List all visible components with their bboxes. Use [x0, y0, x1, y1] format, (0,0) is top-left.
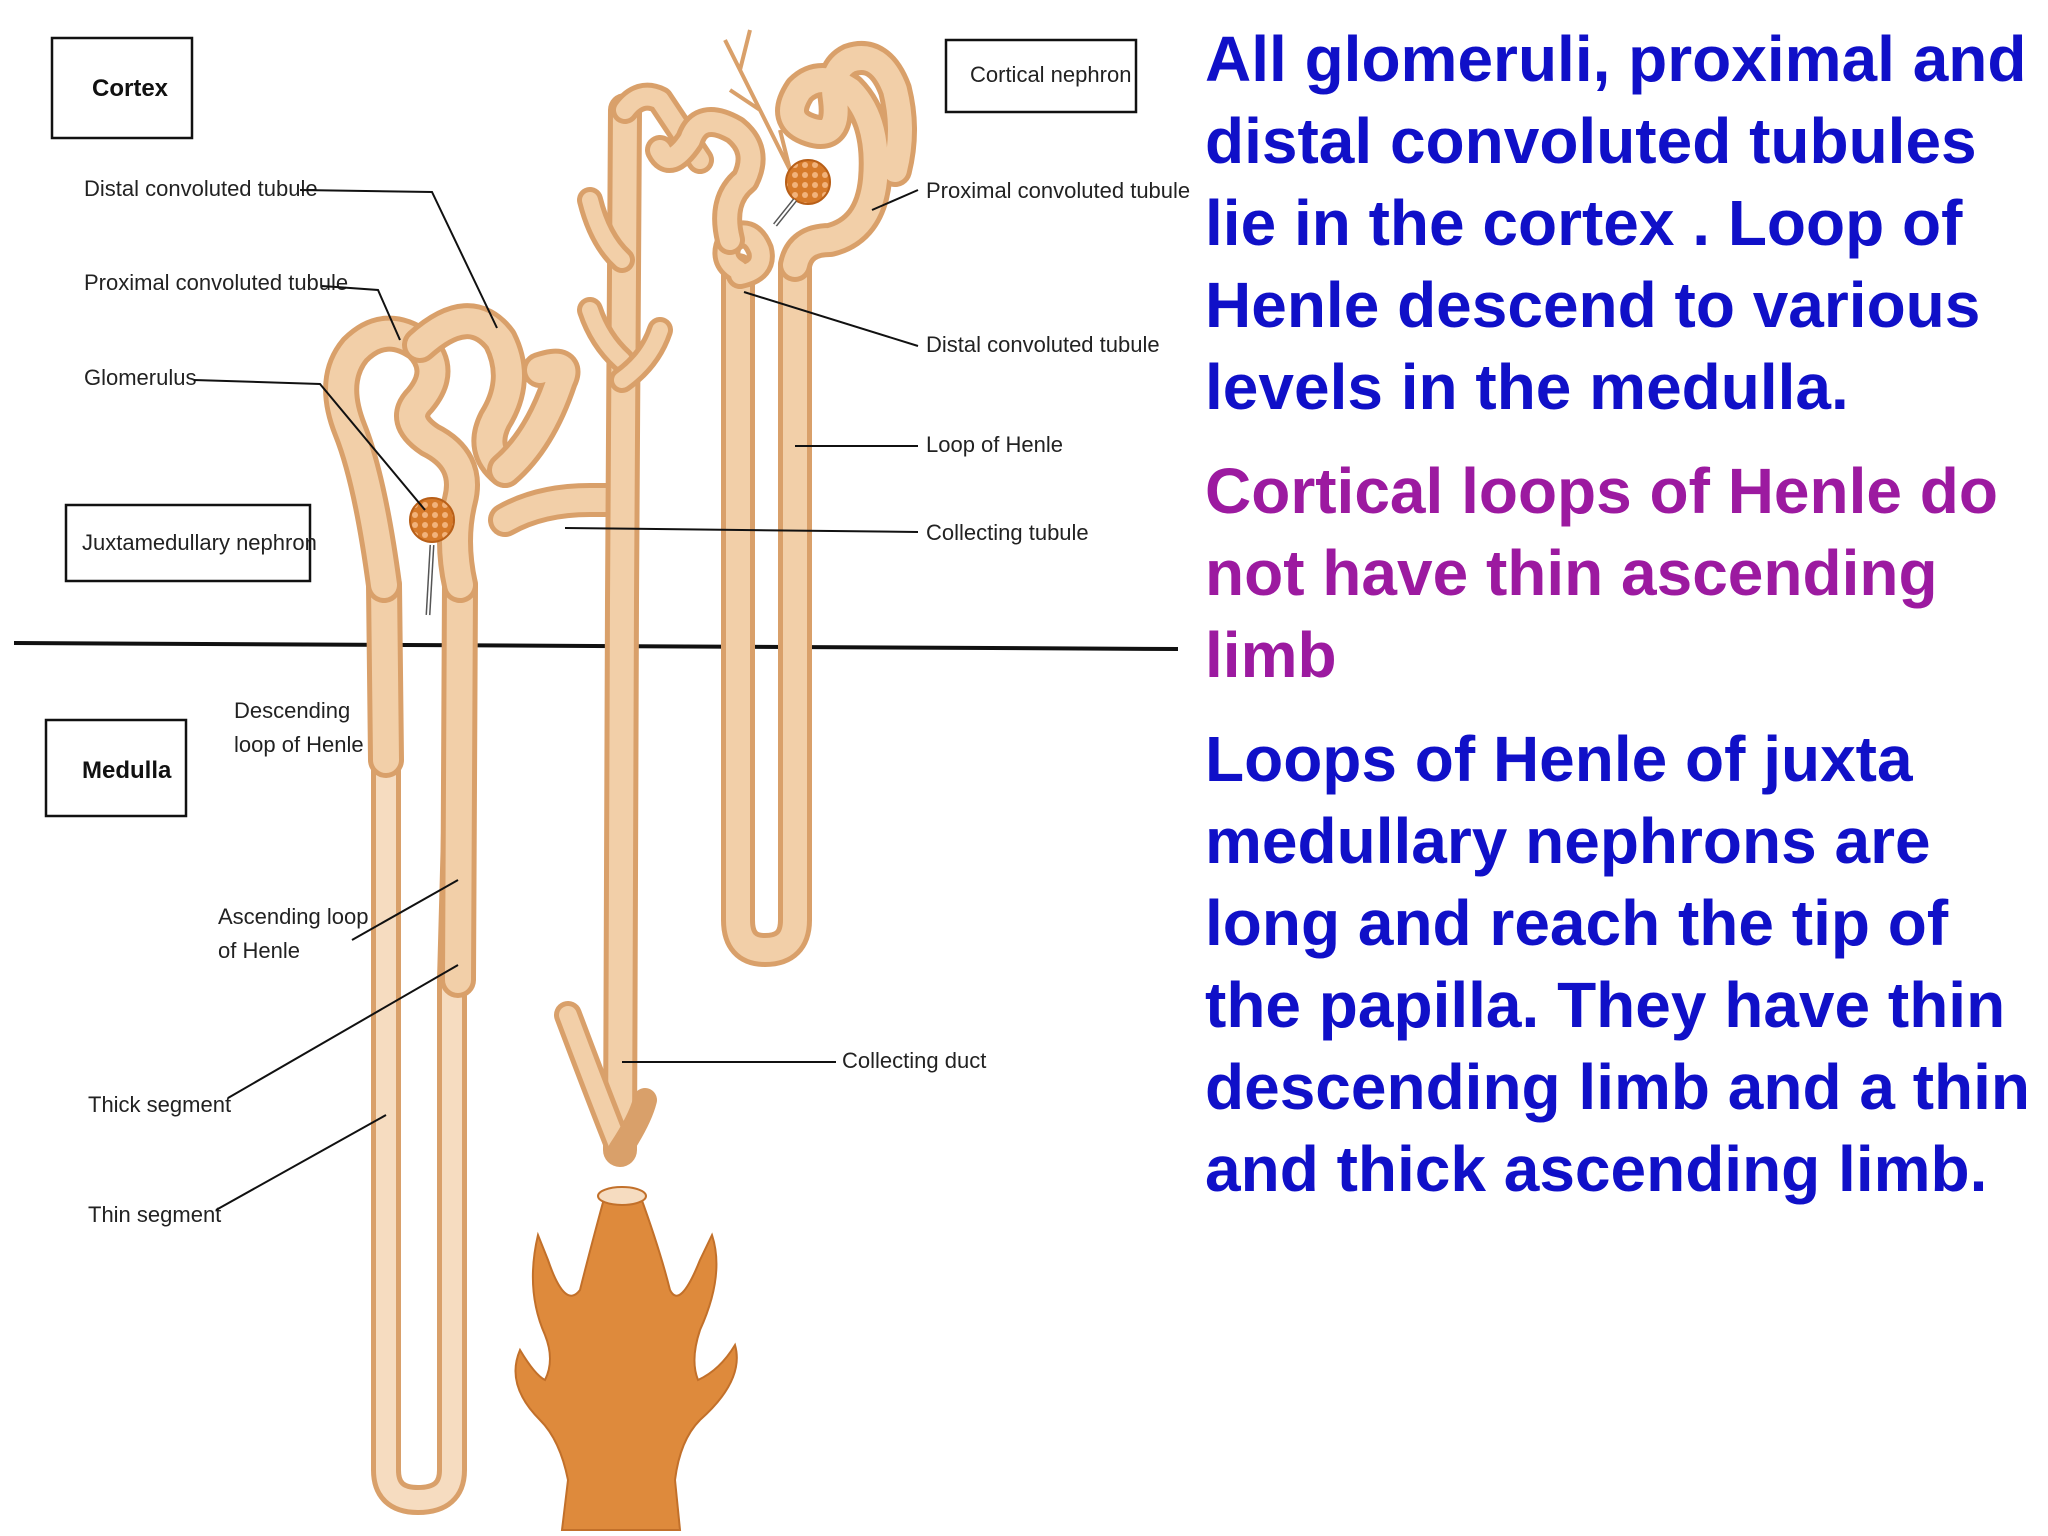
- label-collecting-duct: Collecting duct: [842, 1048, 986, 1073]
- medulla-label: Medulla: [82, 757, 172, 784]
- collecting-duct-system: [514, 82, 738, 1531]
- label-ascending-line1: Ascending loop: [218, 904, 368, 929]
- label-proximal-convoluted-right: Proximal convoluted tubule: [926, 178, 1190, 203]
- renal-papilla: [514, 1194, 738, 1531]
- label-loop-of-henle-right: Loop of Henle: [926, 432, 1063, 457]
- juxtamedullary-nephron-box: Juxtamedullary nephron: [64, 503, 317, 583]
- nephron-diagram: Cortex Medulla Juxtamedullary nephron Co…: [13, 29, 1190, 1531]
- label-collecting-tubule: Collecting tubule: [926, 520, 1089, 545]
- label-ascending-line2: of Henle: [218, 938, 300, 963]
- cortical-nephron-label: Cortical nephron: [970, 62, 1131, 87]
- cortical-nephron: [645, 29, 917, 967]
- cortex-label: Cortex: [92, 75, 169, 102]
- label-thick-segment: Thick segment: [88, 1092, 231, 1117]
- note-cortical-loops: Cortical loops of Henle do not have thin…: [1205, 455, 1998, 691]
- cortical-glomerulus: [785, 159, 831, 205]
- cortex-box: Cortex: [50, 36, 194, 140]
- label-distal-convoluted-left: Distal convoluted tubule: [84, 176, 318, 201]
- juxtamedullary-nephron-label: Juxtamedullary nephron: [82, 530, 317, 555]
- cortical-nephron-box: Cortical nephron: [944, 38, 1138, 114]
- label-descending-line2: loop of Henle: [234, 732, 364, 757]
- explanation-text: All glomeruli, proximal and distal convo…: [1205, 18, 2035, 1210]
- cortex-medulla-boundary: [13, 641, 1179, 651]
- label-thin-segment: Thin segment: [88, 1202, 221, 1227]
- note-cortex-structures: All glomeruli, proximal and distal convo…: [1205, 23, 2027, 423]
- label-distal-convoluted-right: Distal convoluted tubule: [926, 332, 1160, 357]
- label-proximal-convoluted-left: Proximal convoluted tubule: [84, 270, 348, 295]
- juxtamedullary-nephron: [323, 303, 635, 1515]
- juxtamedullary-glomerulus: [409, 497, 455, 543]
- medulla-box: Medulla: [44, 718, 188, 818]
- note-juxtamedullary-loops: Loops of Henle of juxta medullary nephro…: [1205, 723, 2030, 1205]
- label-descending-line1: Descending: [234, 698, 350, 723]
- label-glomerulus-left: Glomerulus: [84, 365, 196, 390]
